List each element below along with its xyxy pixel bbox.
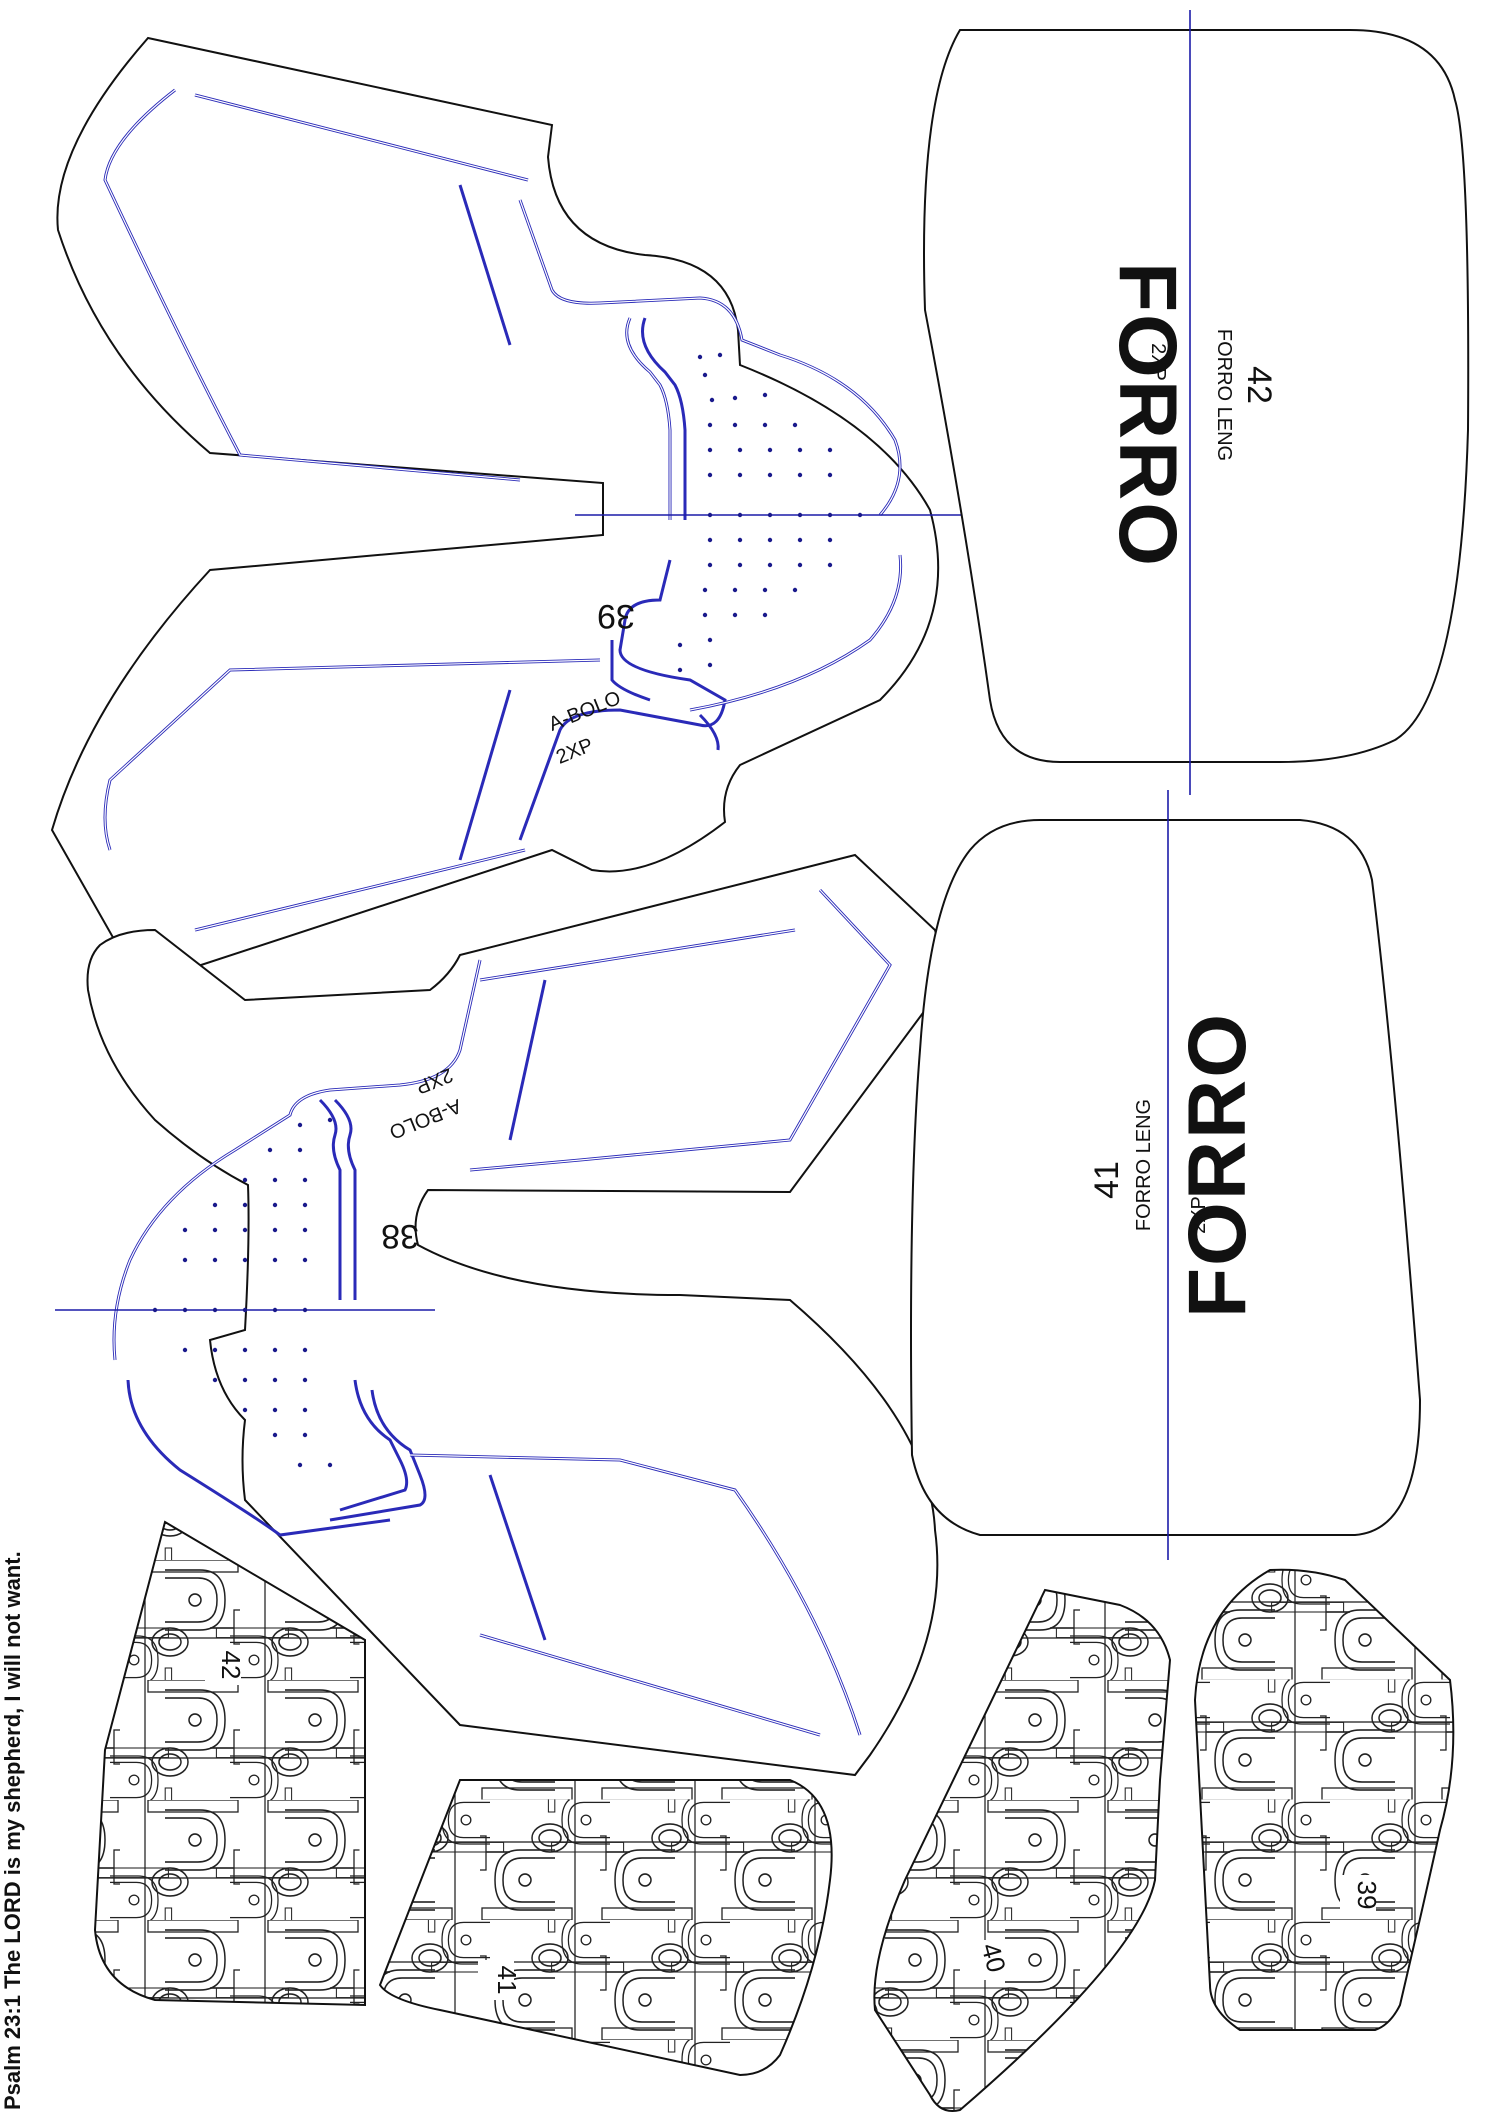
footer-verse: Psalm 23:1 The LORD is my shepherd, I wi… bbox=[0, 1551, 25, 2110]
print-panel-41-number: 41 bbox=[492, 1966, 522, 1995]
piece-41-outline bbox=[910, 819, 1422, 1536]
piece-41: FORRO 41 FORRO LENG 2XP bbox=[910, 790, 1422, 1560]
piece-42-name: FORRO LENG bbox=[1213, 329, 1235, 461]
piece-42-qty: 2XP bbox=[1147, 343, 1169, 381]
piece-42-title: FORRO bbox=[1102, 262, 1193, 568]
piece-39: 39 A-BOLO 2XP bbox=[50, 36, 965, 987]
piece-42: FORRO 42 FORRO LENG 2XP bbox=[923, 10, 1470, 795]
print-panel-42-number: 42 bbox=[216, 1651, 246, 1680]
piece-38-number: 38 bbox=[381, 1217, 419, 1255]
piece-42-outline bbox=[923, 29, 1470, 763]
piece-41-number: 41 bbox=[1088, 1161, 1126, 1199]
piece-39-perforations bbox=[677, 352, 863, 673]
piece-42-number: 42 bbox=[1240, 366, 1278, 404]
print-panel-40: 40 bbox=[873, 1588, 1172, 2112]
print-panel-42: 42 bbox=[93, 1520, 366, 2007]
piece-41-name: FORRO LENG bbox=[1133, 1099, 1155, 1231]
piece-39-outline bbox=[50, 36, 940, 987]
piece-41-qty: 2XP bbox=[1188, 1196, 1210, 1234]
piece-38-perforations bbox=[152, 1117, 333, 1468]
piece-41-title: FORRO bbox=[1172, 1012, 1263, 1318]
print-panel-41: 41 bbox=[378, 1779, 833, 2077]
piece-38-outline bbox=[86, 853, 943, 1777]
piece-39-number: 39 bbox=[597, 597, 635, 635]
piece-38: 38 A-BOLO 2XP bbox=[55, 853, 943, 1777]
print-panel-39: 39 bbox=[1193, 1568, 1455, 2031]
print-panel-39-number: 39 bbox=[1352, 1881, 1382, 1910]
